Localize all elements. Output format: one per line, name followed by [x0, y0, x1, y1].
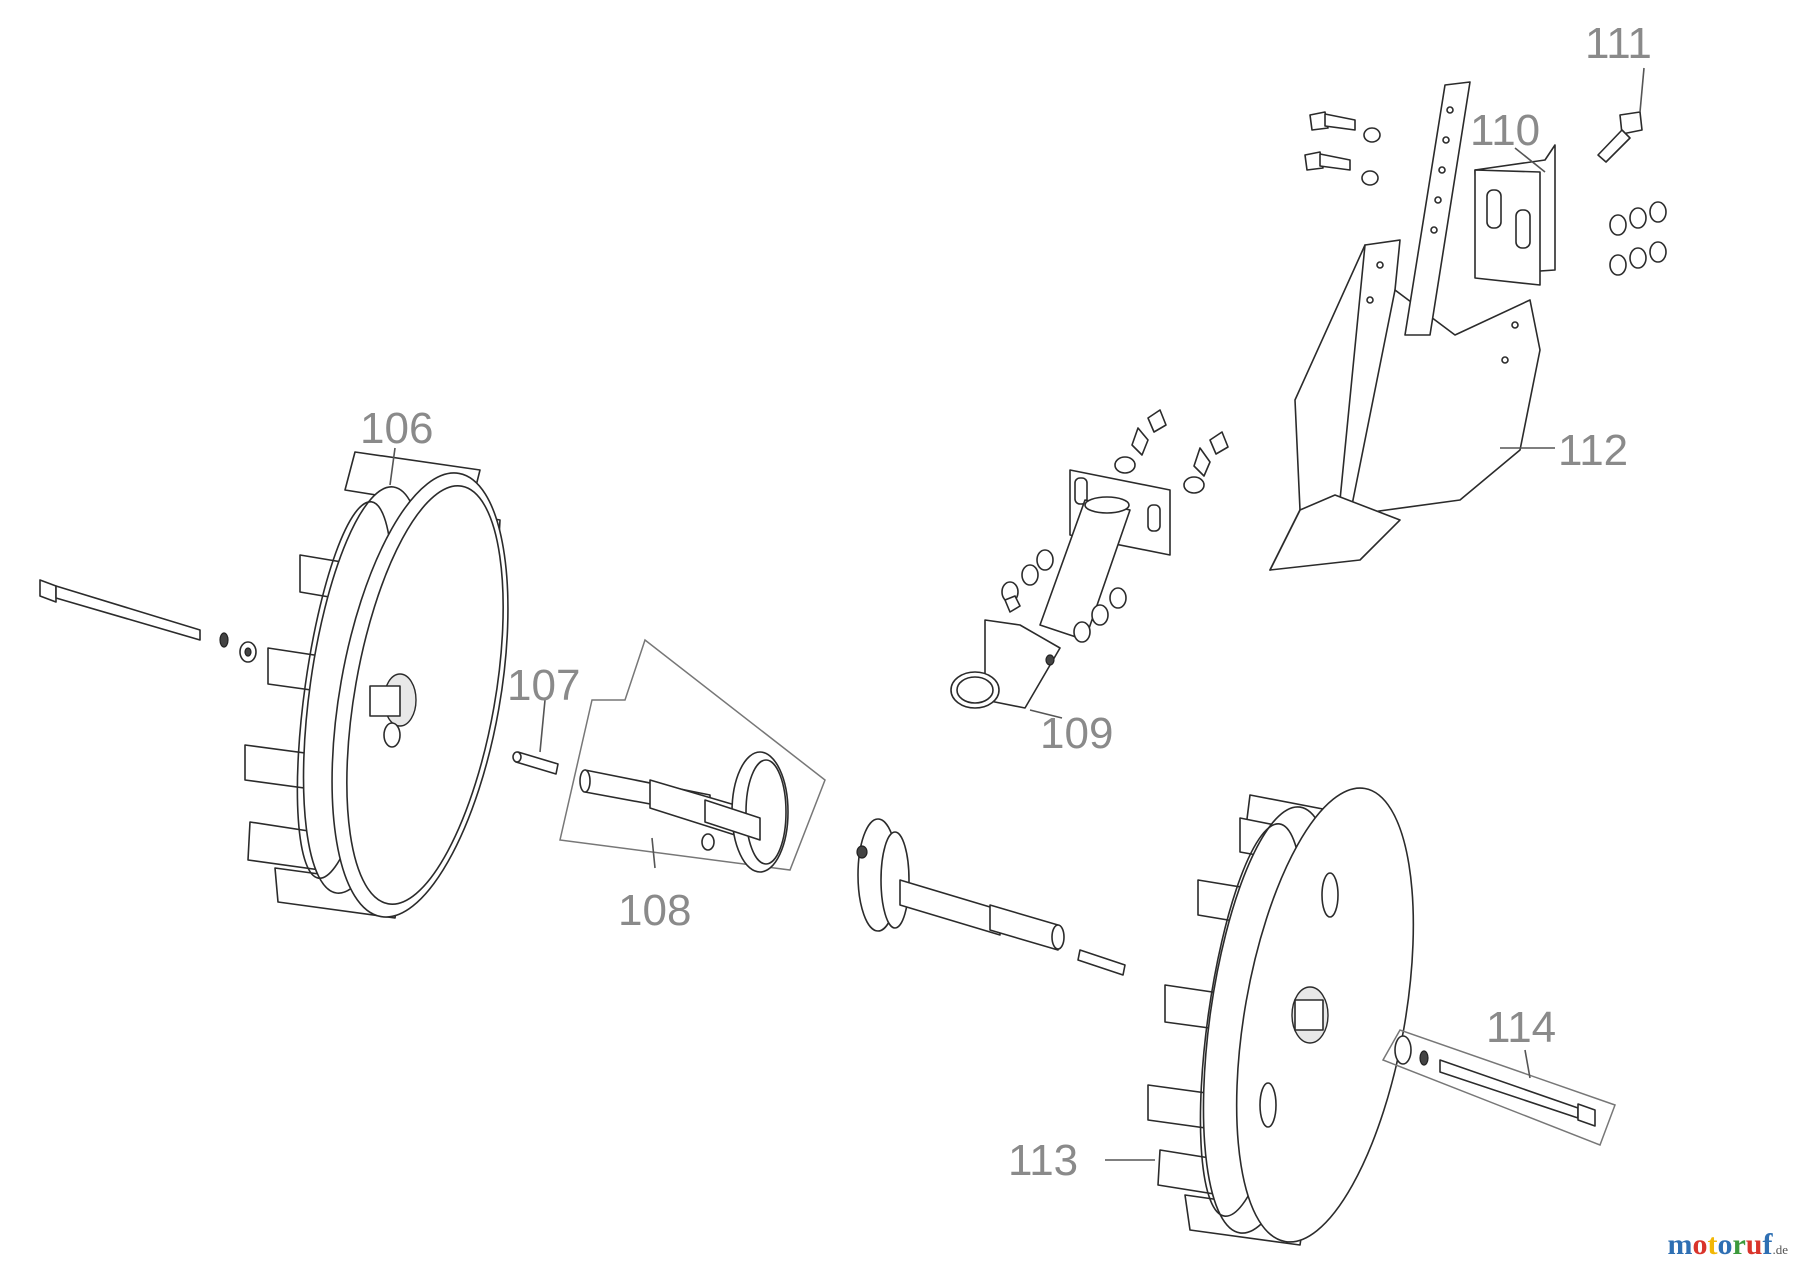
leader-lines [389, 67, 1645, 1161]
label-106: 106 [360, 404, 433, 453]
left-iron-wheel [244, 451, 509, 919]
label-108: 108 [618, 886, 691, 935]
hub-shaft-left [559, 638, 826, 873]
right-axle-bolt [1381, 1029, 1616, 1146]
site-watermark-logo: motoruf.de [1667, 1228, 1788, 1262]
key-pin-lower [1077, 949, 1126, 976]
label-113: 113 [1008, 1136, 1078, 1185]
watermark-suffix: .de [1772, 1242, 1788, 1257]
label-109: 109 [1040, 709, 1113, 758]
mount-tube [950, 409, 1229, 709]
left-axle-bolt [39, 579, 257, 663]
label-110: 110 [1470, 106, 1540, 155]
stem-bolts [1304, 111, 1381, 186]
key-pin-upper [512, 751, 559, 775]
bracket-bolt-and-nuts [1597, 111, 1667, 276]
right-iron-wheel [1147, 787, 1415, 1246]
label-112: 112 [1558, 426, 1628, 475]
label-114: 114 [1486, 1003, 1556, 1052]
plough-body [1269, 81, 1541, 571]
label-107: 107 [507, 661, 580, 710]
hub-shaft-right [856, 818, 1065, 951]
watermark-text: motoruf [1667, 1228, 1773, 1261]
label-111: 111 [1585, 19, 1652, 68]
bracket-plate [1474, 144, 1556, 286]
